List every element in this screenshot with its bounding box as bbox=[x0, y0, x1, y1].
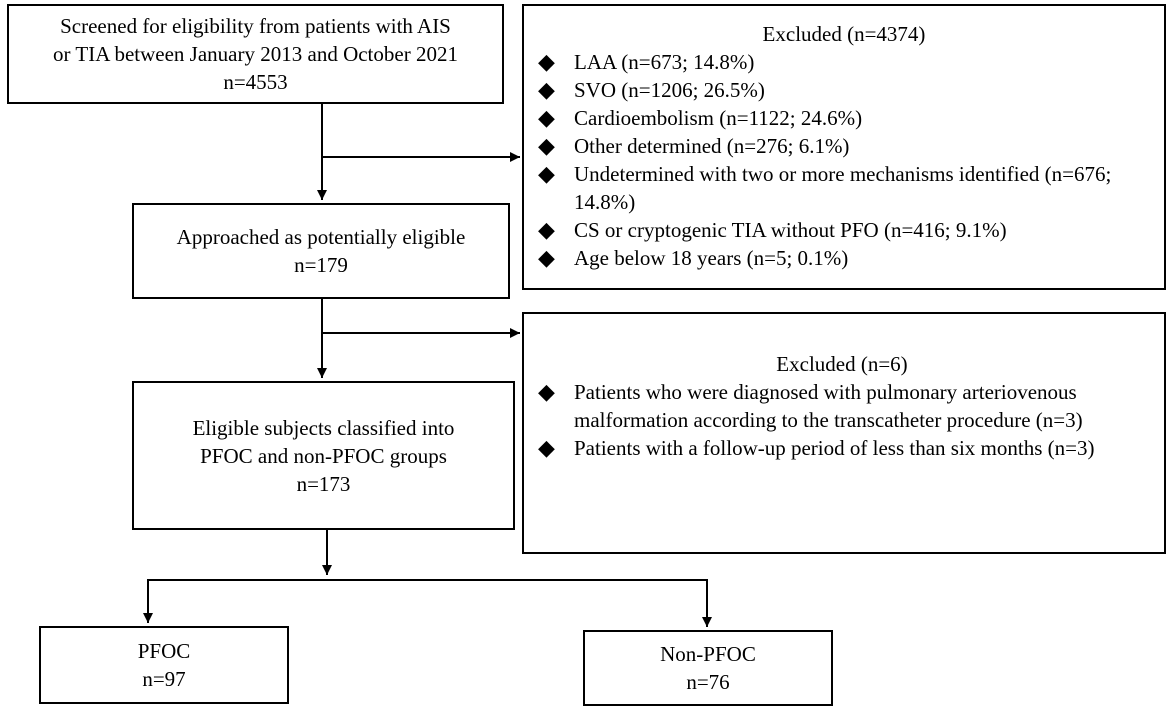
list-item: ◆ Undetermined with two or more mechanism… bbox=[538, 160, 1150, 216]
list-item: ◆ Patients with a follow-up period of les… bbox=[538, 434, 1146, 462]
pfoc-count: n=97 bbox=[142, 667, 186, 691]
nonpfoc-box: Non-PFOC n=76 bbox=[583, 630, 833, 706]
eligible-box: Eligible subjects classified into PFOC a… bbox=[132, 381, 515, 530]
approached-count: n=179 bbox=[294, 253, 348, 277]
exclusion-1-title: Excluded (n=4374) bbox=[762, 22, 926, 46]
diamond-bullet-icon: ◆ bbox=[538, 217, 555, 242]
list-item: ◆ Age below 18 years (n=5; 0.1%) bbox=[538, 244, 1150, 272]
exclusion-box-2: Excluded (n=6) ◆ Patients who were diagno… bbox=[522, 312, 1166, 554]
diamond-bullet-icon: ◆ bbox=[538, 379, 555, 404]
diamond-bullet-icon: ◆ bbox=[538, 245, 555, 270]
diamond-bullet-icon: ◆ bbox=[538, 133, 555, 158]
list-item: ◆ CS or cryptogenic TIA without PFO (n=41… bbox=[538, 216, 1150, 244]
exclusion-1-item: Undetermined with two or more mechanisms… bbox=[574, 162, 1112, 214]
diamond-bullet-icon: ◆ bbox=[538, 161, 555, 186]
screened-box: Screened for eligibility from patients w… bbox=[7, 4, 504, 104]
diamond-bullet-icon: ◆ bbox=[538, 77, 555, 102]
exclusion-2-item: Patients with a follow-up period of less… bbox=[574, 436, 1095, 460]
list-item: ◆ LAA (n=673; 14.8%) bbox=[538, 48, 1150, 76]
list-item: ◆ SVO (n=1206; 26.5%) bbox=[538, 76, 1150, 104]
list-item: ◆ Other determined (n=276; 6.1%) bbox=[538, 132, 1150, 160]
exclusion-1-item: Age below 18 years (n=5; 0.1%) bbox=[574, 246, 849, 270]
nonpfoc-label: Non-PFOC bbox=[660, 642, 756, 666]
list-item: ◆ Cardioembolism (n=1122; 24.6%) bbox=[538, 104, 1150, 132]
exclusion-1-item: SVO (n=1206; 26.5%) bbox=[574, 78, 765, 102]
approached-box: Approached as potentially eligible n=179 bbox=[132, 203, 510, 299]
nonpfoc-count: n=76 bbox=[686, 670, 730, 694]
exclusion-1-item: CS or cryptogenic TIA without PFO (n=416… bbox=[574, 218, 1007, 242]
diamond-bullet-icon: ◆ bbox=[538, 49, 555, 74]
list-item: ◆ Patients who were diagnosed with pulmon… bbox=[538, 378, 1146, 434]
exclusion-1-item: LAA (n=673; 14.8%) bbox=[574, 50, 755, 74]
exclusion-2-item: Patients who were diagnosed with pulmona… bbox=[574, 380, 1083, 432]
exclusion-1-list: ◆ LAA (n=673; 14.8%) ◆ SVO (n=1206; 26.5%)… bbox=[538, 48, 1150, 272]
pfoc-box: PFOC n=97 bbox=[39, 626, 289, 704]
eligible-line-2: PFOC and non-PFOC groups bbox=[200, 443, 447, 468]
exclusion-1-item: Other determined (n=276; 6.1%) bbox=[574, 134, 850, 158]
eligible-line-1: Eligible subjects classified into bbox=[192, 415, 455, 440]
diamond-bullet-icon: ◆ bbox=[538, 105, 555, 130]
screened-line-2: or TIA between January 2013 and October … bbox=[53, 42, 458, 66]
eligible-count: n=173 bbox=[296, 471, 351, 496]
exclusion-1-item: Cardioembolism (n=1122; 24.6%) bbox=[574, 106, 863, 130]
screened-line-1: Screened for eligibility from patients w… bbox=[60, 14, 451, 38]
pfoc-label: PFOC bbox=[137, 639, 191, 663]
exclusion-box-1: Excluded (n=4374) ◆ LAA (n=673; 14.8%) ◆ S… bbox=[522, 4, 1166, 290]
approached-line-1: Approached as potentially eligible bbox=[176, 225, 466, 249]
diamond-bullet-icon: ◆ bbox=[538, 435, 555, 460]
exclusion-2-title: Excluded (n=6) bbox=[776, 352, 908, 376]
screened-count: n=4553 bbox=[223, 70, 288, 94]
exclusion-2-list: ◆ Patients who were diagnosed with pulmon… bbox=[538, 378, 1146, 462]
